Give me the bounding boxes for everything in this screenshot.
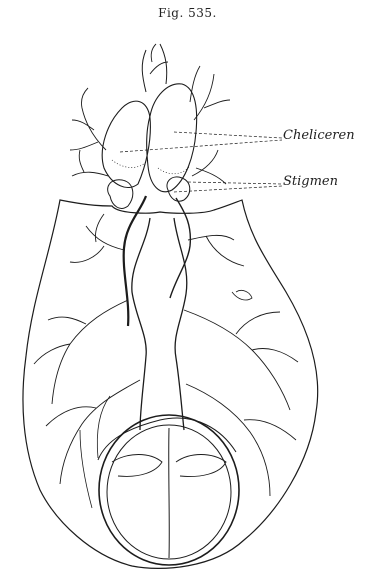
leader-stigmen-a: [188, 182, 282, 184]
branch-r4: [232, 290, 252, 300]
chelicera-right: [147, 84, 197, 192]
inner-oval-midline: [169, 428, 170, 558]
chelicera-stipple: [112, 160, 190, 174]
base-bulb-right: [167, 177, 190, 201]
appendage-left: [70, 88, 106, 150]
gut-left: [132, 218, 150, 430]
fang-left: [142, 50, 146, 92]
branch-r3: [186, 384, 296, 496]
appendage-right-lower: [192, 150, 226, 184]
base-bulb-left: [108, 180, 133, 209]
chelicera-left: [102, 101, 150, 187]
branch-l4: [80, 396, 110, 508]
leader-cheliceren-b: [120, 140, 282, 152]
branch-r1: [188, 235, 244, 266]
label-stigmen: Stigmen: [283, 174, 338, 189]
body-outline: [23, 200, 318, 568]
gut-right: [174, 218, 187, 430]
branch-r2: [184, 310, 298, 410]
branch-l2: [34, 300, 128, 404]
inner-lobe-left: [112, 455, 162, 477]
branch-l1: [70, 214, 124, 262]
inner-lobe-right: [176, 455, 226, 477]
leader-cheliceren-a: [174, 132, 282, 138]
label-cheliceren: Cheliceren: [283, 128, 355, 143]
